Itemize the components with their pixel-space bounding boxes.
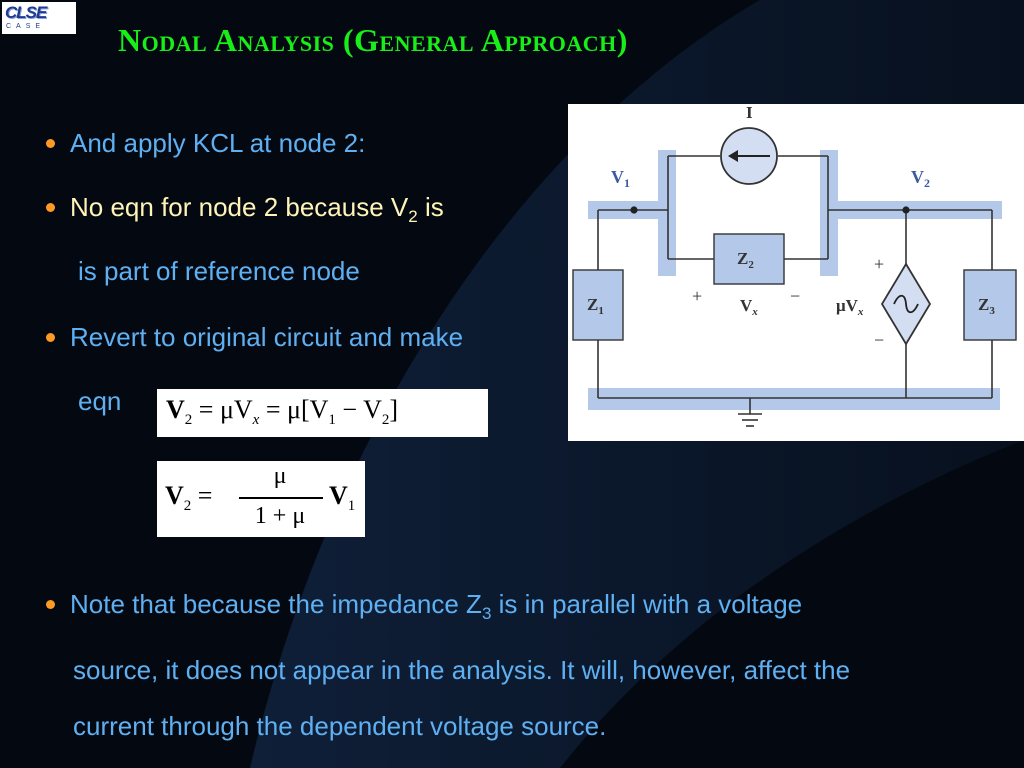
slide-title: Nodal Analysis (General Approach) [118, 22, 628, 58]
bullet-text-suffix: is [417, 192, 444, 222]
logo-wordmark: CLSE [5, 3, 47, 22]
equation-line: V2 = μVx = μ[V1 − V2] [166, 395, 399, 429]
subscript: 2 [408, 207, 418, 227]
z2-label: Z2 [737, 249, 754, 271]
wire-highlights [588, 150, 1002, 410]
equation-lhs: V2 = [165, 481, 213, 515]
note-line-3: current through the dependent voltage so… [73, 711, 607, 742]
bullet-text: And apply KCL at node 2: [70, 128, 366, 158]
ac-wave-icon [893, 294, 919, 314]
impedance-z2 [713, 233, 785, 285]
logo-subtext: CASE [6, 23, 46, 30]
bullet-no-eqn: No eqn for node 2 because V2 is [46, 192, 444, 232]
node-label-v2: V2 [911, 167, 930, 190]
bullet-text: Revert to original circuit and make [70, 322, 464, 352]
bullet-continuation: is part of reference node [78, 256, 360, 286]
vx-minus-label: − [790, 286, 800, 306]
case-logo: CLSE CASE [2, 2, 76, 34]
fraction-bar [239, 497, 323, 499]
equation-v2-fraction: V2 = μ 1 + μ V1 [157, 461, 365, 537]
bullet-dot [46, 138, 55, 148]
fraction-denominator: 1 + μ [254, 503, 306, 529]
note-paragraph: Note that because the impedance Z3 is in… [46, 576, 1016, 754]
node-dot-v1 [630, 206, 638, 214]
equation-v2-mu-vx: V2 = μVx = μ[V1 − V2] [157, 389, 488, 437]
z1-label: Z1 [587, 295, 604, 317]
node-dot-v2 [902, 206, 910, 214]
dep-minus-label: − [874, 330, 884, 350]
impedance-z3 [963, 269, 1017, 341]
fraction-numerator: μ [273, 463, 287, 489]
bullet-dot [46, 202, 55, 212]
bullet-kcl: And apply KCL at node 2: [46, 128, 365, 158]
equation-rhs: V1 [329, 481, 356, 515]
current-source-label: I [746, 104, 753, 122]
circuit-diagram: I V1 V2 Z1 Z2 Z3 + − Vx + − μVx [568, 104, 1024, 441]
z3-label: Z3 [978, 295, 995, 317]
impedance-z1 [572, 269, 624, 341]
dep-source-label: μVx [836, 296, 864, 318]
note-line-2: source, it does not appear in the analys… [73, 655, 851, 686]
bullet-continuation-eqn: eqn [78, 386, 122, 416]
bullet-dot [46, 332, 55, 342]
vx-plus-label: + [692, 286, 702, 306]
wires [597, 155, 993, 427]
bullet-revert: Revert to original circuit and make [46, 322, 463, 352]
node-label-v1: V1 [611, 167, 630, 190]
vx-label: Vx [740, 296, 758, 318]
bullet-dot [46, 599, 55, 609]
dep-plus-label: + [874, 254, 884, 274]
note-line-1: Note that because the impedance Z3 is in… [46, 576, 1016, 642]
arrow-head-icon [728, 150, 738, 162]
bullet-text: No eqn for node 2 because V [70, 192, 409, 222]
circuit-svg: I V1 V2 Z1 Z2 Z3 + − Vx + − μVx [572, 104, 1017, 427]
